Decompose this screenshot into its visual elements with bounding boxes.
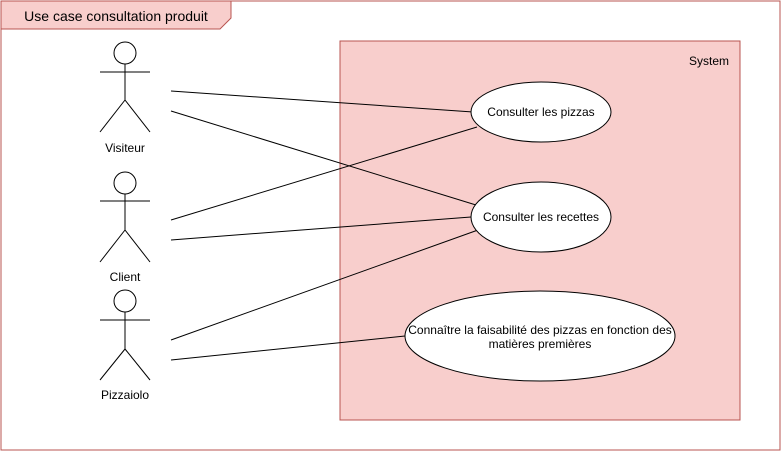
actor-head [113,171,137,195]
actor-left-leg [99,229,126,263]
usecase-ellipse[interactable] [404,290,676,382]
usecase-consulter-pizzas[interactable]: Consulter les pizzas [470,81,612,143]
system-label: System [689,54,729,68]
frame-title: Use case consultation produit [24,8,208,24]
actor-visiteur[interactable] [99,41,151,133]
association-client-pizzas[interactable] [170,126,478,221]
actor-client[interactable] [99,171,151,263]
actor-label-pizzaiolo: Pizzaiolo [101,388,149,402]
associations [170,90,479,361]
actor-left-leg [99,348,126,381]
usecase-label-line-1: Connaître la faisabilité des pizzas en f… [408,323,672,337]
usecase-ellipse[interactable] [470,81,612,143]
usecase-consulter-recettes[interactable]: Consulter les recettes [470,181,612,253]
frame-title-tab [0,0,232,30]
usecase-label: Consulter les pizzas [487,105,594,119]
actor-pizzaiolo[interactable] [99,289,151,381]
actor-label-visiteur: Visiteur [105,141,145,155]
association-pizzaiolo-recettes[interactable] [170,229,479,341]
actor-right-leg [124,229,151,263]
usecase-ellipse[interactable] [470,181,612,253]
actor-right-leg [124,348,151,381]
usecase-label: Consulter les recettes [483,210,599,224]
actor-left-leg [99,99,126,133]
usecase-label-line-2: matières premières [489,337,592,351]
actor-head [113,289,137,313]
association-pizzaiolo-faisabilite[interactable] [170,335,406,361]
association-client-recettes[interactable] [170,216,472,241]
association-visiteur-pizzas[interactable] [170,90,474,113]
actor-label-client: Client [110,270,141,284]
actor-head [113,41,137,65]
association-visiteur-recettes[interactable] [170,110,477,206]
usecase-faisabilite[interactable]: Connaître la faisabilité des pizzas en f… [404,290,676,382]
actor-right-leg [124,99,151,133]
